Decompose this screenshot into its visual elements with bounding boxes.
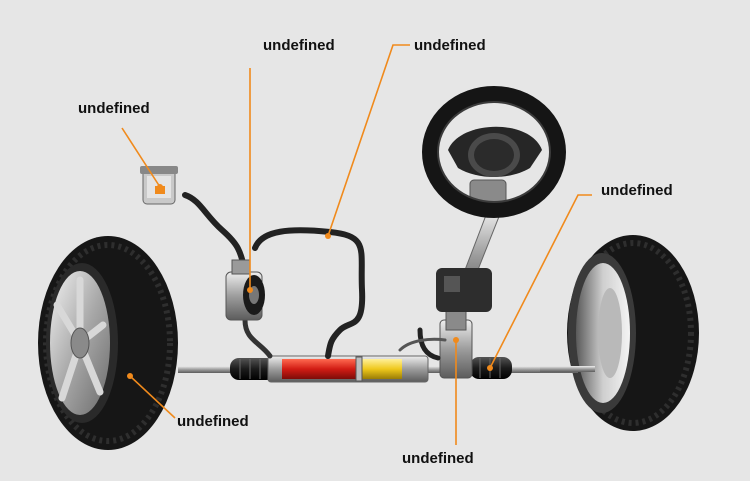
label-wheel: undefined <box>177 413 249 430</box>
left-bellows <box>230 358 275 380</box>
hydraulic-lines <box>182 192 447 361</box>
leader-dots <box>127 184 493 379</box>
label-hose: undefined <box>414 37 486 54</box>
leader-tie-rod <box>489 194 592 369</box>
label-reservoir: undefined <box>78 100 150 117</box>
label-pinion-valve: undefined <box>402 450 474 467</box>
power-steering-pump <box>225 259 265 321</box>
leader-hose <box>327 44 410 237</box>
left-wheel <box>38 236 178 450</box>
rack-housing <box>267 355 429 383</box>
label-tie-rod: undefined <box>601 182 673 199</box>
leader-lines <box>121 44 592 445</box>
leader-reservoir <box>121 127 161 188</box>
label-pump: undefined <box>263 37 335 54</box>
right-wheel <box>567 235 699 431</box>
steering-wheel <box>422 86 566 218</box>
leader-wheel <box>129 375 176 419</box>
